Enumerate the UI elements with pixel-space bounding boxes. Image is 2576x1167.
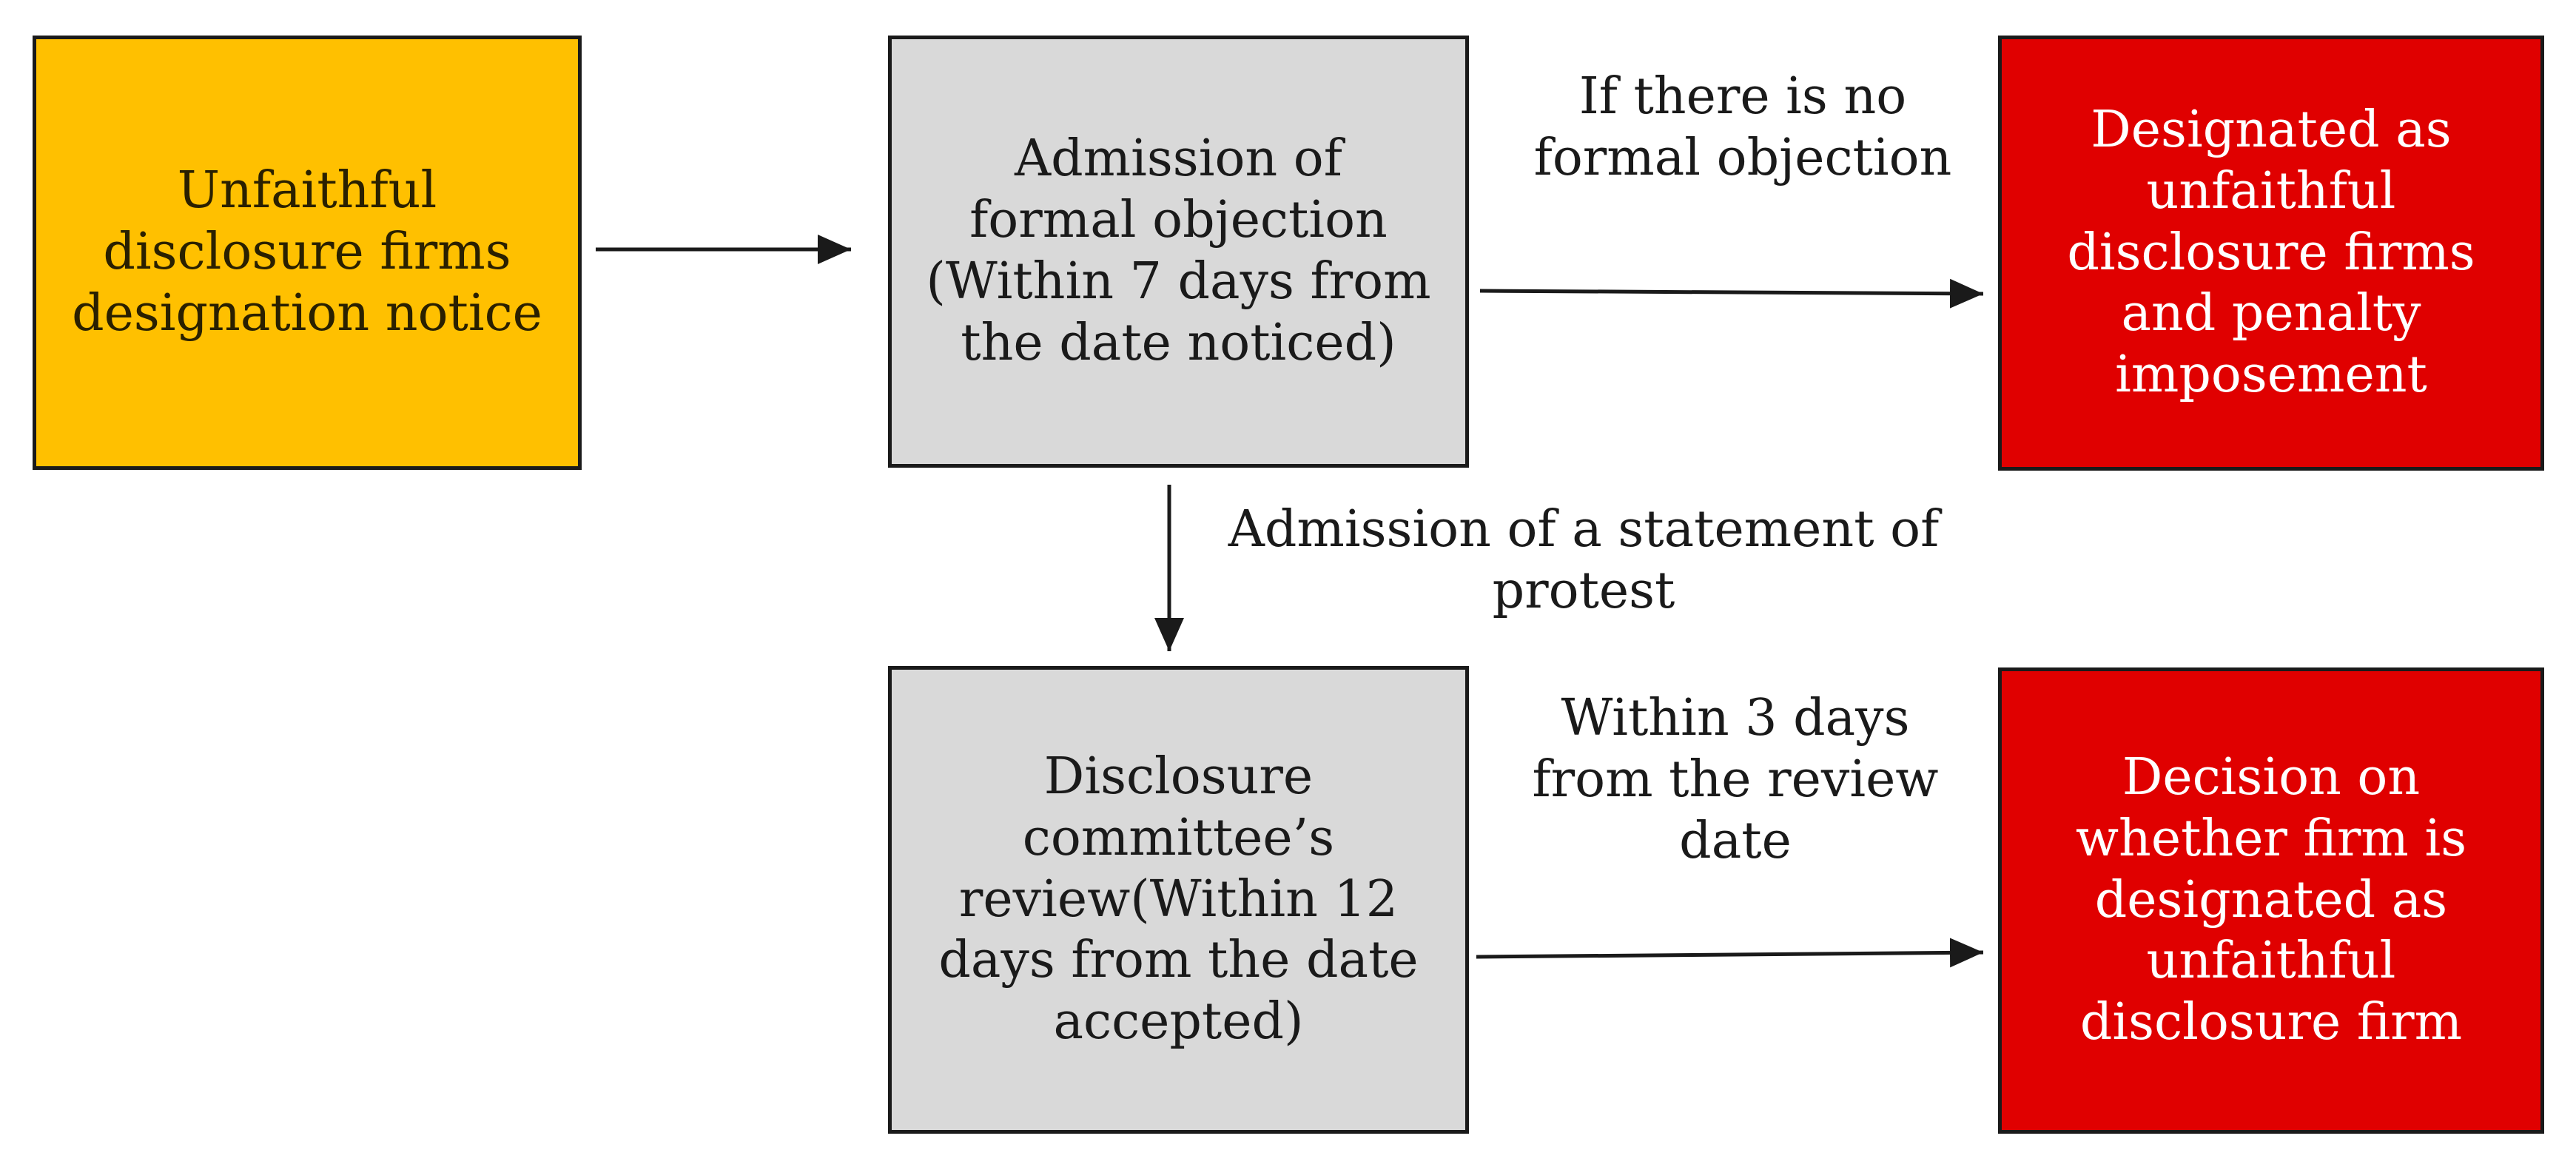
node-committee-review: Disclosure committee’s review(Within 12 … (888, 666, 1469, 1134)
node-designation-notice: Unfaithful disclosure firms designation … (33, 36, 582, 470)
node-formal-objection-text: Admission of formal objection (Within 7 … (926, 130, 1431, 372)
edge-label-within-3-days: Within 3 days from the review date (1532, 689, 1939, 870)
node-decision-text: Decision on whether firm is designated a… (2075, 747, 2467, 1052)
node-committee-review-text: Disclosure committee’s review(Within 12 … (938, 747, 1419, 1052)
node-designation-notice-text: Unfaithful disclosure firms designation … (72, 161, 542, 343)
node-designated-penalty: Designated as unfaithful disclosure firm… (1998, 36, 2544, 471)
node-decision: Decision on whether firm is designated a… (1998, 667, 2544, 1134)
arrow-objection-to-designated (1479, 278, 1984, 309)
edge-label-statement-of-protest: Admission of a statement of protest (1228, 500, 1940, 620)
node-designated-penalty-text: Designated as unfaithful disclosure firm… (2067, 100, 2475, 405)
edge-label-no-objection: If there is no formal objection (1533, 67, 1952, 187)
node-formal-objection: Admission of formal objection (Within 7 … (888, 36, 1469, 468)
arrow-review-to-decision (1476, 938, 1984, 968)
